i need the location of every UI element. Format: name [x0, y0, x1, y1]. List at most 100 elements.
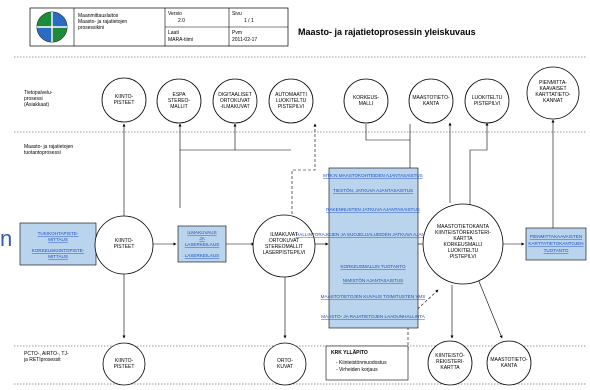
margin-letter: n [0, 226, 12, 251]
box-link-text[interactable]: RAKENNUSTEN JATKUVA AJANTASAISTUS [326, 207, 420, 212]
node-label: KORKEUS- [353, 95, 379, 101]
box-ajantasaistus: MTK:N MAASTOKOHTEIDEN AJANTASAISTUS TIES… [296, 167, 450, 329]
node-label: REKISTERI- [436, 359, 464, 365]
node-label: PISTEET [114, 100, 135, 106]
box-link-text[interactable]: LASERKEILAUS [185, 242, 219, 247]
node-label: ORTO- [277, 358, 293, 364]
node-label: KIINTO- [115, 358, 134, 364]
node-label: PISTEPILVI [474, 101, 500, 107]
box-link-text[interactable]: KARTTATIETOKANTOJEN [528, 241, 583, 246]
box-link-text[interactable]: HALLINTORAJOJEN JA SUOJELUALUEIDEN JATKU… [296, 232, 450, 237]
node-bottom-maastotietokanta: MAASTOTIETO- KANTA [486, 340, 532, 386]
box-link-text[interactable]: TUOTANTO [544, 248, 569, 253]
box-link-text[interactable]: KORKEUSMALLIN TUOTANTO [340, 264, 406, 269]
node-label: MALLIT [170, 104, 188, 110]
node-ilmakuvat: ILMAKUVAT ORTOKUVAT STEREOMALLIT LASERPI… [252, 214, 316, 278]
node-label: KIINTEISTÖREKISTERI- [435, 229, 491, 236]
node-top-korkeusmalli: KORKEUS- MALLI [343, 78, 389, 124]
node-label: STEREO- [168, 98, 191, 104]
org-line-1: Maanmittauslaitos [78, 13, 119, 19]
node-top-luokiteltu-pistepilvi: LUOKITELTU PISTEPILVI [464, 78, 510, 124]
lane-middle-line-2: tuotantoprosessi [24, 150, 61, 156]
box-pienmittakaavaiset: PIENMITTAKAAVAISTEN KARTTATIETOKANTOJEN … [525, 227, 587, 261]
organization-logo [36, 11, 68, 43]
box-link-text[interactable]: NIMISTÖN AJANTASAISTUS [343, 277, 403, 283]
box-link-text[interactable]: MITTAUS [48, 254, 68, 259]
lane-bottom-line-1: PCTO-, AIRTO-, TJ- [24, 351, 69, 357]
page-label: Sivu [232, 11, 242, 17]
box-link-text[interactable]: KORKEUSKIINTOPISTE- [32, 248, 85, 253]
node-label: MAASTOTIETO- [490, 357, 528, 363]
lane-customers-label: Tietopalvelu- prosessi (Asiakkaat) [24, 90, 53, 108]
org-line-3: prosessikini [78, 25, 104, 31]
date-label: Pvm [232, 30, 242, 36]
page-value: 1 / 1 [244, 18, 254, 24]
date-value: 2011-02-17 [232, 37, 257, 43]
diagram-title: Maasto- ja rajatietoprosessin yleiskuvau… [298, 27, 476, 37]
krk-item: - Virheiden korjaus [336, 367, 378, 373]
version-value: 2.0 [178, 18, 185, 24]
node-bottom-kiintopisteet: KIINTO- PISTEET [102, 342, 146, 386]
lane-top-line-3: (Asiakkaat) [24, 102, 49, 108]
lane-bottom-line-2: ja RETIprosessit [23, 357, 61, 363]
box-link-text[interactable]: JA [199, 236, 205, 241]
node-top-espa-stereomallit: ESPA STEREO- MALLIT [156, 78, 202, 124]
node-label: KORKEUSMALLI [444, 242, 483, 248]
node-label: PISTEPILVI [278, 104, 304, 110]
node-label: KANTA [501, 363, 518, 369]
node-label: STEREOMALLIT [265, 244, 303, 250]
lane-middle-line-1: Maasto- ja rajatietojen [24, 144, 73, 150]
node-label: ILMAKUVAT [270, 232, 298, 238]
author-label: Laati [168, 30, 179, 36]
node-label: AUTOMAATTI [275, 92, 307, 98]
org-line-2: Maasto- ja rajatietojen [78, 19, 127, 25]
box-link-text[interactable]: TIESTÖN, JATKUVA AJANTASAISTUS [333, 187, 413, 193]
node-label: KUVAT [277, 364, 293, 370]
connectors [96, 119, 555, 350]
node-label: KARTTATIETO- [535, 92, 571, 98]
author-value: MARA-tiimi [168, 37, 193, 43]
lane-top-line-1: Tietopalvelu- [24, 90, 53, 96]
box-link-text[interactable]: TUKIKOHTAPISTE- [38, 231, 79, 236]
node-label: DIGITAALISET [218, 92, 252, 98]
node-label: KIINTO- [115, 238, 134, 244]
krk-title: KRK YLLÄPITO [331, 349, 368, 356]
node-label: MAASTOTIETO- [412, 95, 450, 101]
node-label: KARTTA [440, 365, 460, 371]
box-link-text[interactable]: MITTAUS [48, 237, 68, 242]
node-top-pienmittakaavaiset: PIENMITTA- KAAVAISET KARTTATIETO- KANNAT [526, 66, 580, 120]
node-label: PISTEPILVI [450, 254, 476, 260]
node-bottom-kiinteistorekisterikartta: KIINTEISTÖ- REKISTERI- KARTTA [427, 340, 473, 386]
node-label: MALLI [359, 101, 373, 107]
header-block: Maanmittauslaitos Maasto- ja rajatietoje… [29, 7, 476, 47]
box-link-text[interactable]: MAASTO- JA RAJATIETOJEN LAADUNHALLINTA [321, 314, 425, 319]
node-label: KAAVAISET [539, 86, 566, 92]
box-link-text[interactable]: MTK:N MAASTOKOHTEIDEN AJANTASAISTUS [323, 173, 423, 178]
node-label: KIINTO- [115, 94, 134, 100]
node-top-kiintopisteet: KIINTO- PISTEET [101, 77, 147, 123]
node-label: -ILMAKUVAT [220, 104, 249, 110]
box-link-text[interactable]: MAASTOTIETOJEN KUVAUS TOIMITUSTEN YMS [321, 294, 426, 299]
krk-item: - Kiinteistönmuodostus [336, 360, 387, 366]
node-top-automaatti-pistepilvi: AUTOMAATTI LUOKITELTU PISTEPILVI [268, 78, 314, 124]
box-krk-yllapito: KRK YLLÄPITO - Kiinteistönmuodostus - Vi… [325, 345, 409, 381]
lane-top-line-2: prosessi [24, 96, 43, 102]
node-kiintopisteet: KIINTO- PISTEET [94, 215, 154, 275]
box-link-text[interactable]: PIENMITTAKAAVAISTEN [530, 234, 582, 239]
node-label: LUOKITELTU [276, 98, 307, 104]
node-label: ESPA [173, 92, 187, 98]
box-link-text[interactable]: ILMAKUVAUS [187, 230, 216, 235]
node-label: ORTOKUVAT [269, 238, 299, 244]
lane-production-label: Maasto- ja rajatietojen tuotantoprosessi [24, 144, 73, 156]
node-label: LUOKITELTU [472, 95, 503, 101]
lane-other-processes-label: PCTO-, AIRTO-, TJ- ja RETIprosessit [23, 351, 69, 363]
node-label: KANTA [423, 101, 440, 107]
node-label: ORTOKUVAT [220, 98, 250, 104]
node-label: KIINTEISTÖ- [435, 352, 465, 359]
node-label: PISTEET [114, 364, 135, 370]
node-label: KANNAT [543, 98, 563, 104]
box-link-text[interactable]: LASERKEILAUS [185, 253, 219, 258]
node-label: LASERPISTEPILVI [263, 250, 306, 256]
node-top-maastotietokanta: MAASTOTIETO- KANTA [408, 78, 454, 124]
